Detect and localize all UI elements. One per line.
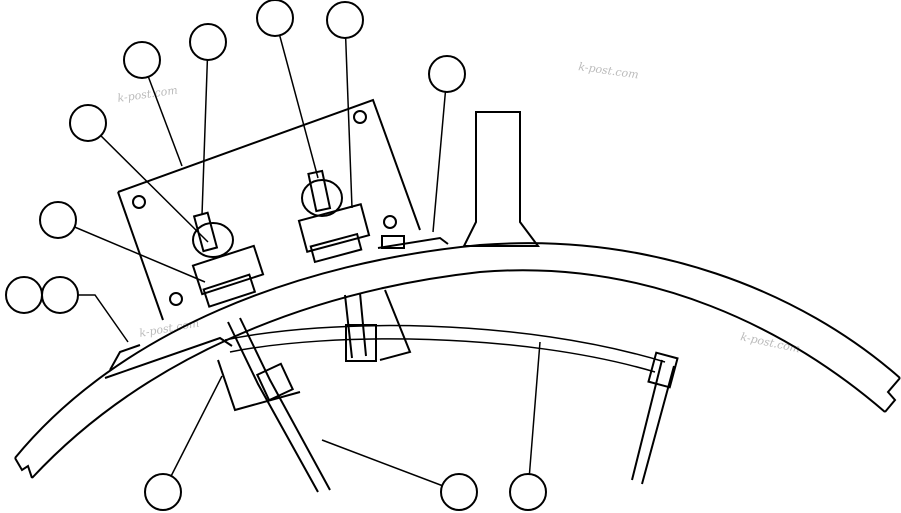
- callout-circle: [5, 276, 43, 314]
- leader-lines: [57, 17, 541, 493]
- callout-circle: [440, 473, 478, 511]
- switch-right: [297, 169, 405, 264]
- callout-circle: [428, 55, 466, 93]
- callout-circle: [123, 41, 161, 79]
- callout-circle: [189, 23, 227, 61]
- switch-left: [191, 211, 265, 308]
- callout-circle: [326, 1, 364, 39]
- callout-circle: [69, 104, 107, 142]
- callout-circle: [39, 201, 77, 239]
- callout-circle: [41, 276, 79, 314]
- watermarks: k-post.com k-post.com k-post.com k-post.…: [117, 60, 802, 355]
- upright-post: [462, 111, 540, 247]
- bracket-plate: [117, 98, 421, 412]
- callouts: [5, 0, 547, 511]
- watermark: k-post.com: [578, 60, 640, 81]
- callout-circle: [256, 0, 294, 37]
- watermark: k-post.com: [117, 84, 179, 105]
- callout-circle: [509, 473, 547, 511]
- cables: [104, 236, 679, 493]
- callout-circle: [144, 473, 182, 511]
- watermark: k-post.com: [138, 317, 200, 340]
